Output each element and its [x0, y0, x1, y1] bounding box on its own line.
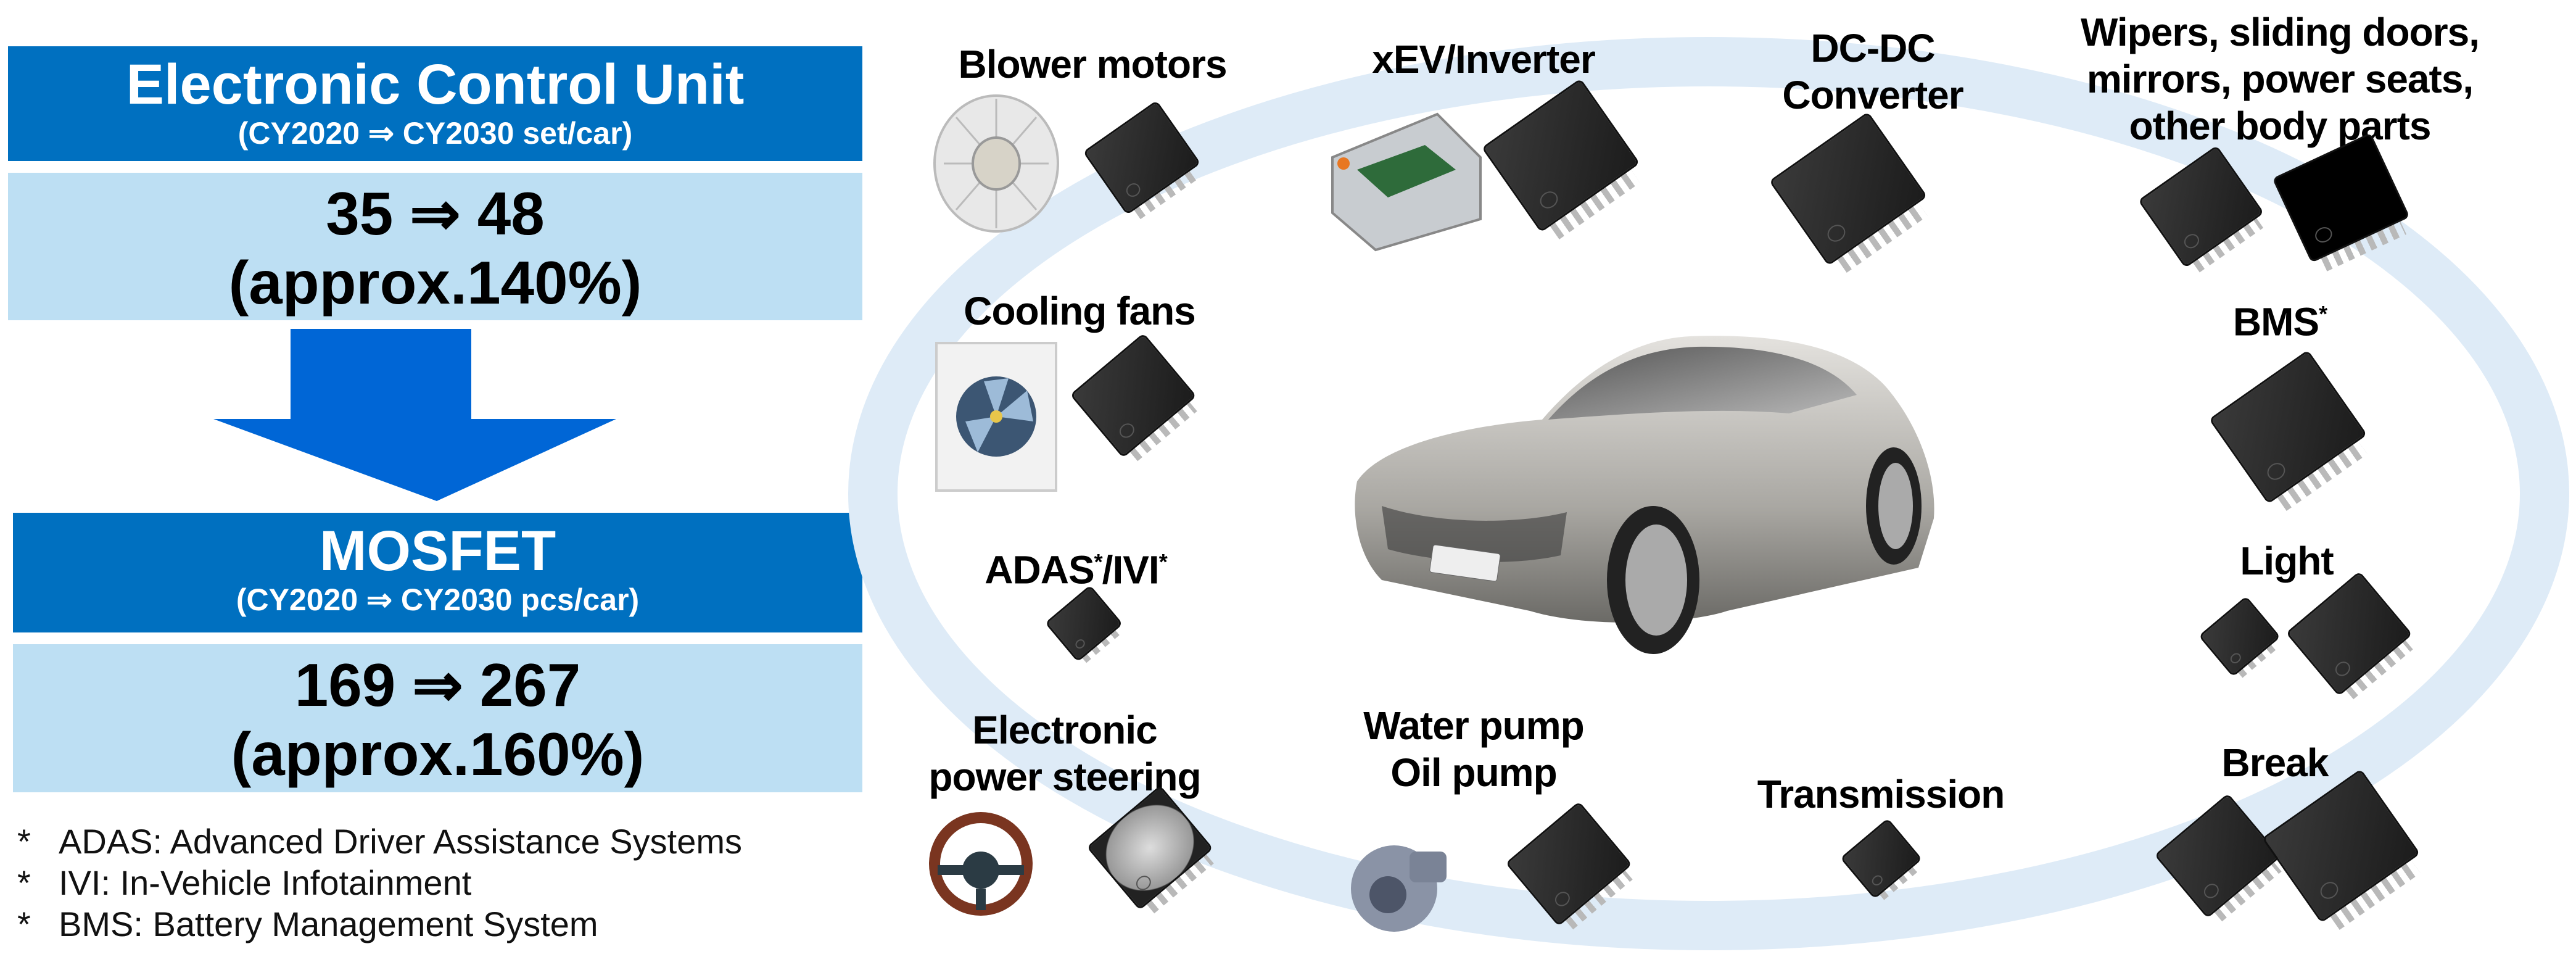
cycle-ring	[848, 37, 2569, 950]
footnote: *BMS: Battery Management System	[17, 905, 598, 943]
ecu-value: 35 ⇒ 48	[326, 180, 545, 247]
steering-wheel-image	[929, 812, 1033, 916]
ecu-value-box: 35 ⇒ 48 (approx.140%)	[8, 173, 862, 320]
label-transmission: Transmission	[1757, 772, 2005, 816]
down-arrow-icon	[213, 329, 616, 501]
water-pump-image	[1351, 845, 1447, 932]
ecu-header: Electronic Control Unit (CY2020 ⇒ CY2030…	[8, 46, 862, 161]
footnote: *ADAS: Advanced Driver Assistance System…	[17, 822, 742, 861]
car-image	[1355, 336, 1934, 654]
mosfet-value: 169 ⇒ 267	[294, 651, 581, 719]
footnotes: *ADAS: Advanced Driver Assistance System…	[0, 821, 742, 945]
label-cooling-fans: Cooling fans	[964, 289, 1196, 333]
label-xev-inverter: xEV/Inverter	[1372, 37, 1596, 81]
ecu-title: Electronic Control Unit	[126, 53, 745, 116]
ecu-percent: (approx.140%)	[228, 249, 642, 317]
inverter-image	[1331, 112, 1482, 252]
label-bms: BMS*	[2232, 299, 2327, 344]
label-body-parts: Wipers, sliding doors,mirrors, power sea…	[2081, 10, 2480, 148]
mosfet-title: MOSFET	[319, 520, 556, 582]
mosfet-value-box: 169 ⇒ 267 (approx.160%)	[13, 644, 862, 792]
ecu-subtitle: (CY2020 ⇒ CY2030 set/car)	[237, 116, 633, 151]
label-break: Break	[2221, 740, 2329, 785]
label-blower-motors: Blower motors	[958, 42, 1227, 86]
cooling-fan-image	[935, 342, 1057, 492]
mosfet-header: MOSFET (CY2020 ⇒ CY2030 pcs/car)	[13, 513, 862, 632]
footnote: *IVI: In-Vehicle Infotainment	[17, 863, 472, 902]
blower-fan-image	[933, 94, 1059, 233]
mosfet-percent: (approx.160%)	[231, 720, 645, 788]
label-adas-ivi: ADAS*/IVI*	[985, 547, 1167, 592]
label-light: Light	[2240, 539, 2334, 583]
mosfet-subtitle: (CY2020 ⇒ CY2030 pcs/car)	[236, 582, 640, 617]
